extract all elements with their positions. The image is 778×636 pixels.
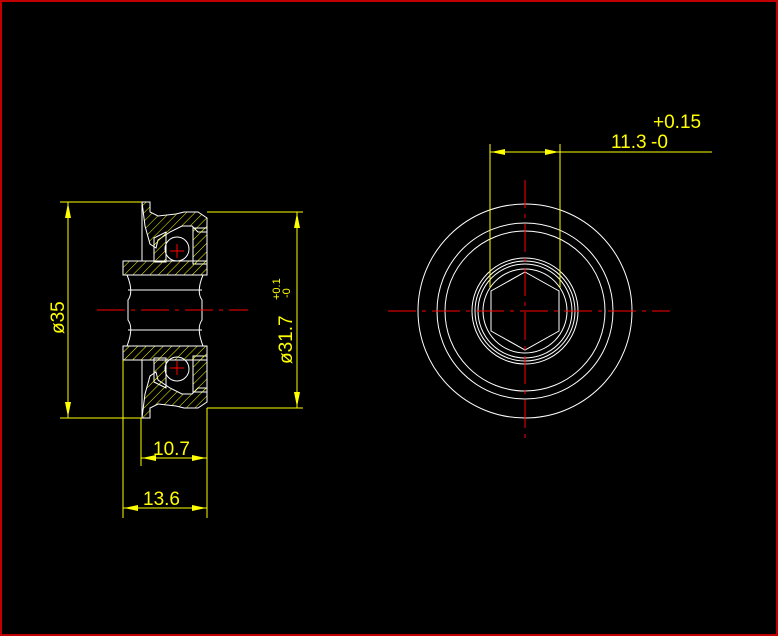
outer-ring-bottom: [192, 355, 208, 393]
tol-lower-bearing: -0: [281, 288, 293, 298]
dim-text-outer-diameter: ø35: [48, 301, 69, 334]
dimension-hex-width: 11.3 -0 +0.15: [489, 112, 712, 288]
front-view: [388, 180, 670, 442]
ball-top: [164, 236, 190, 262]
outer-ring-top: [192, 227, 208, 265]
tol-upper-hex: +0.15: [653, 112, 701, 133]
dim-text-width-total: 13.6: [143, 489, 180, 510]
bore-left-profile: [126, 274, 132, 347]
inner-ring-bottom: [122, 345, 208, 361]
ball-bottom: [164, 356, 190, 382]
tol-upper-bearing: +0.1: [271, 278, 283, 300]
dim-text-bearing-diameter: ø31.7: [276, 315, 297, 364]
tol-lower-hex: -0: [651, 132, 668, 153]
dimension-bearing-diameter: ø31.7 +0.1 -0: [207, 211, 303, 409]
side-section-view: [97, 201, 248, 419]
inner-ring-top: [122, 260, 208, 276]
dim-text-hex-width: 11.3: [611, 132, 647, 153]
dimension-width-inner: 10.7: [140, 408, 208, 518]
dimension-width-total: 13.6: [122, 360, 207, 518]
dim-text-width-inner: 10.7: [153, 439, 190, 460]
dimension-outer-diameter: ø35: [48, 201, 142, 419]
